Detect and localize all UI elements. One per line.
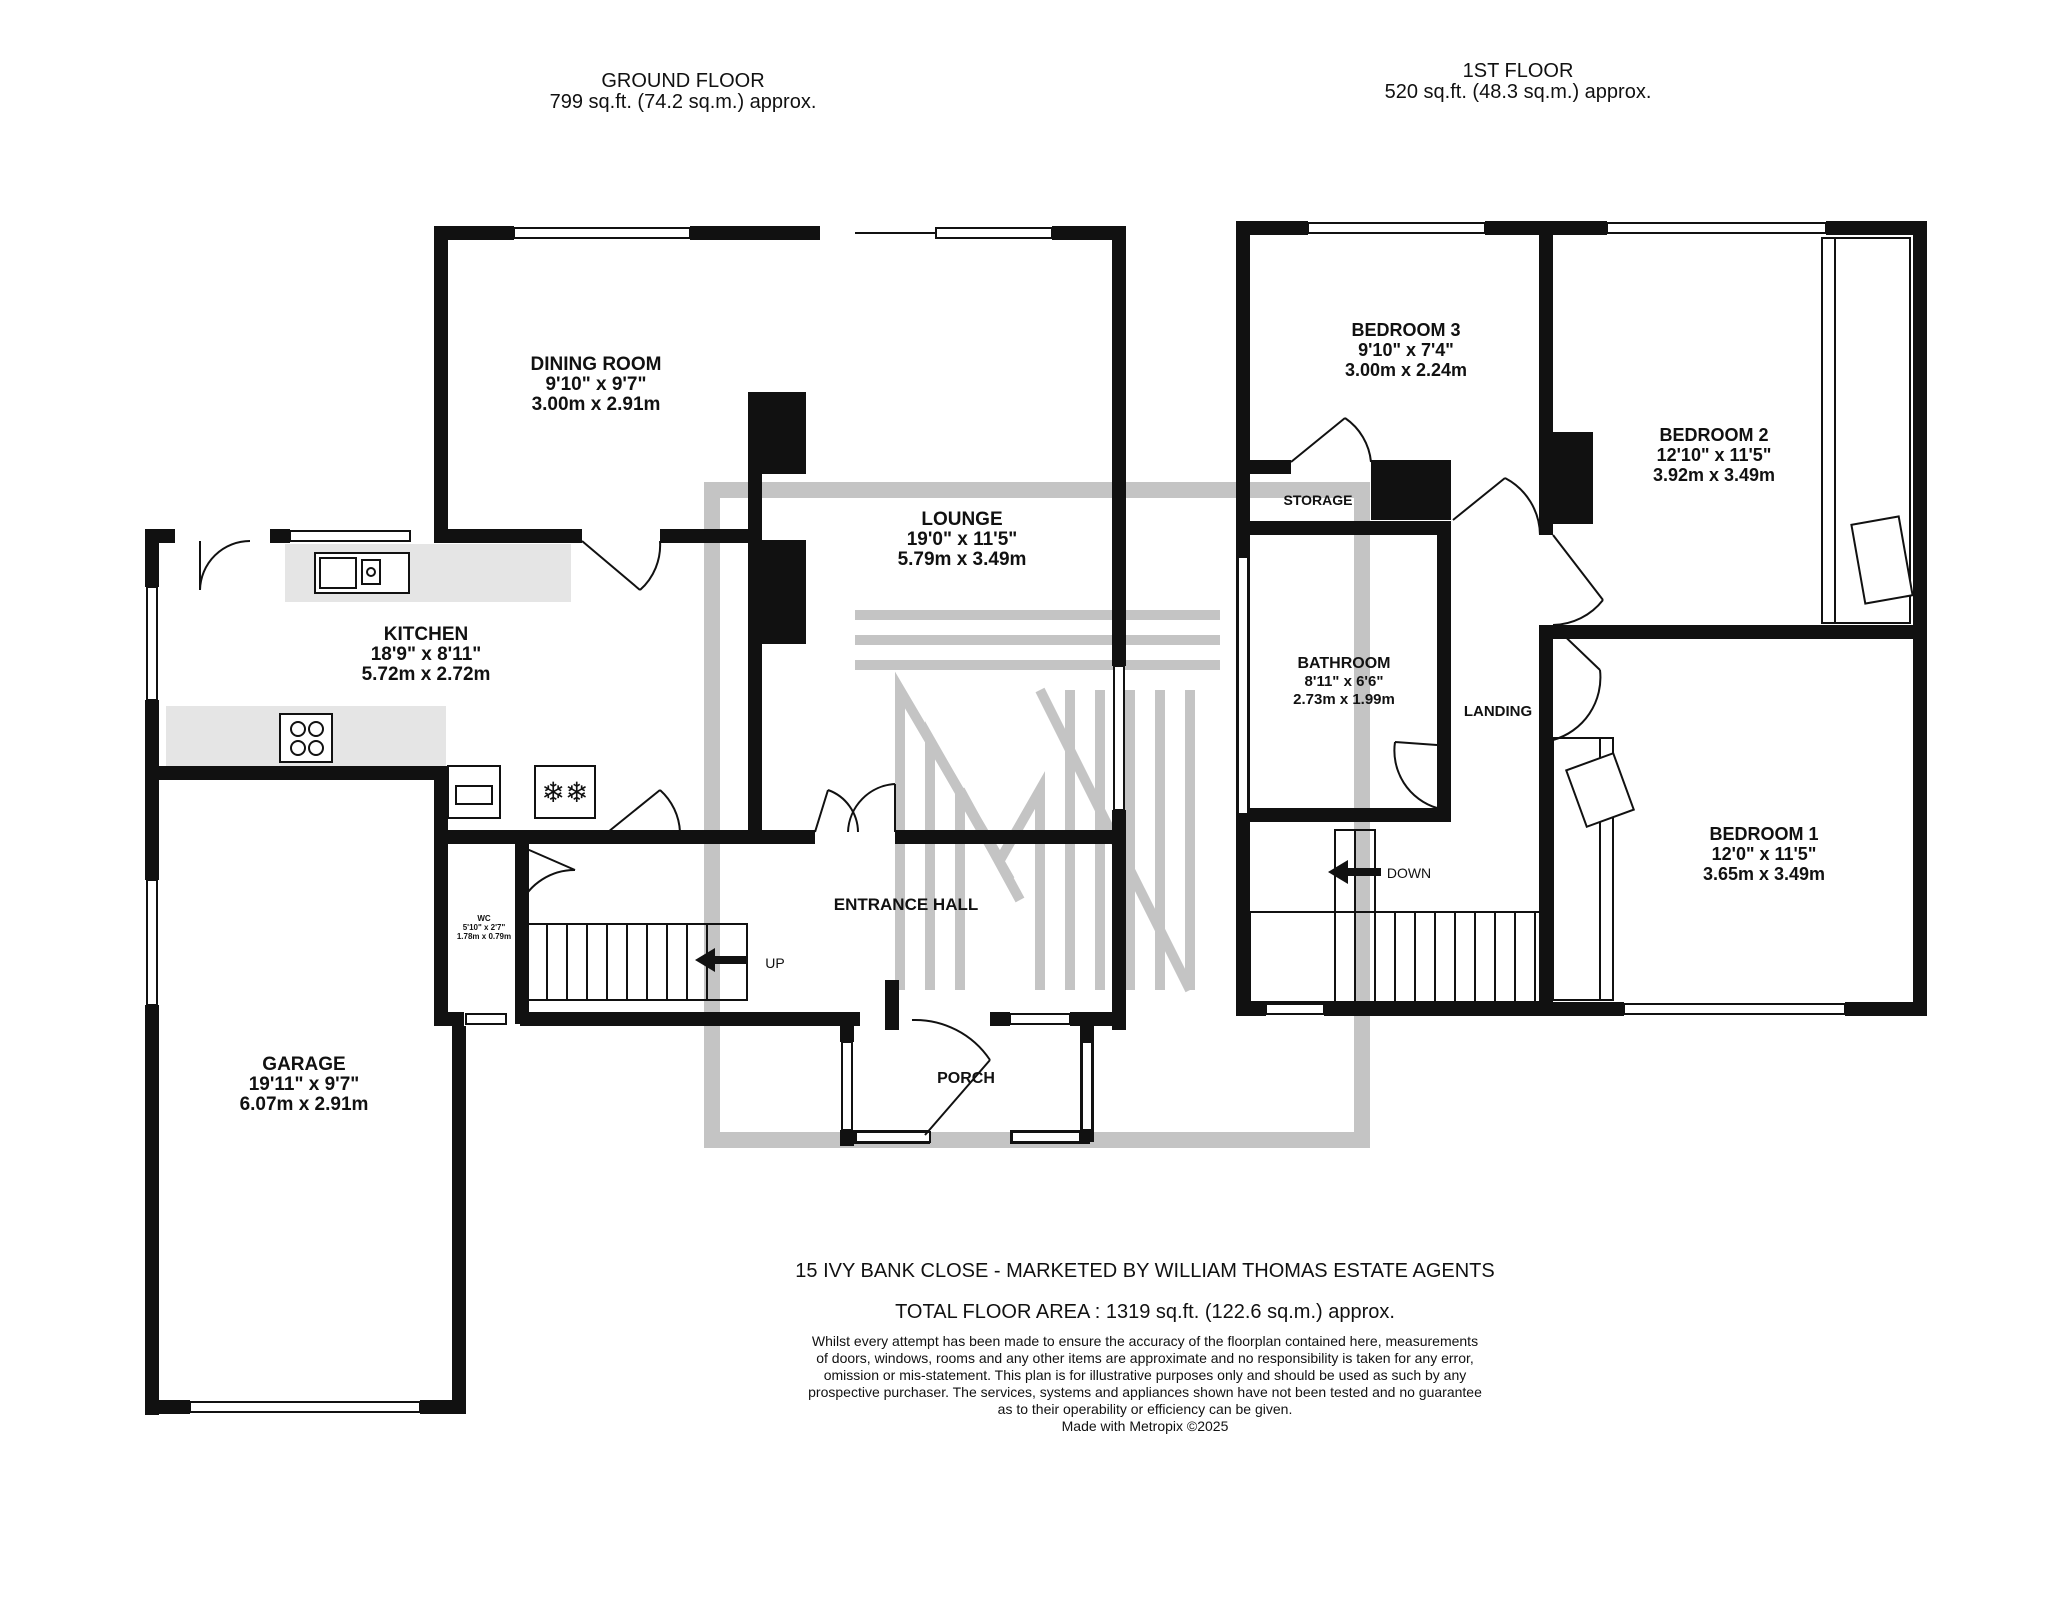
svg-text:❄❄: ❄❄ bbox=[542, 776, 589, 809]
dining-room-imperial: 9'10" x 9'7" bbox=[545, 374, 646, 395]
entrance-hall-name: ENTRANCE HALL bbox=[834, 895, 979, 914]
disclaimer-line-1: Whilst every attempt has been made to en… bbox=[812, 1333, 1478, 1349]
first-floor-plan bbox=[1236, 221, 1927, 1016]
bedroom1-imperial: 12'0" x 11'5" bbox=[1712, 844, 1817, 864]
ground-floor-area: 799 sq.ft. (74.2 sq.m.) approx. bbox=[550, 91, 817, 113]
bathroom-metric: 2.73m x 1.99m bbox=[1293, 691, 1395, 708]
lounge-imperial: 19'0" x 11'5" bbox=[907, 529, 1018, 550]
first-floor-area: 520 sq.ft. (48.3 sq.m.) approx. bbox=[1385, 81, 1652, 103]
ground-floor-plan: ❄❄ bbox=[145, 226, 1126, 1415]
garage-metric: 6.07m x 2.91m bbox=[240, 1094, 369, 1115]
lounge-name: LOUNGE bbox=[921, 509, 1002, 530]
landing-name: LANDING bbox=[1464, 703, 1532, 720]
wc-imperial: 5'10" x 2'7" bbox=[463, 923, 506, 932]
kitchen-metric: 5.72m x 2.72m bbox=[362, 664, 491, 685]
washing-machine-icon bbox=[447, 765, 501, 819]
property-caption: 15 IVY BANK CLOSE - MARKETED BY WILLIAM … bbox=[795, 1260, 1494, 1282]
bedroom1-name: BEDROOM 1 bbox=[1709, 824, 1818, 844]
stairs-down-arrow-icon bbox=[1328, 860, 1381, 884]
garage-imperial: 19'11" x 9'7" bbox=[249, 1074, 360, 1095]
bedroom2-imperial: 12'10" x 11'5" bbox=[1657, 445, 1772, 465]
stairs-up-label: UP bbox=[765, 955, 784, 971]
stairs-up-arrow-icon bbox=[695, 948, 747, 972]
first-floor-title: 1ST FLOOR bbox=[1463, 60, 1574, 82]
bedroom2-name: BEDROOM 2 bbox=[1659, 425, 1768, 445]
bedroom3-imperial: 9'10" x 7'4" bbox=[1358, 340, 1454, 360]
garage-name: GARAGE bbox=[262, 1054, 345, 1075]
lounge-metric: 5.79m x 3.49m bbox=[898, 549, 1027, 570]
disclaimer-line-5: as to their operability or efficiency ca… bbox=[998, 1401, 1293, 1417]
room-labels: DINING ROOM 9'10" x 9'7" 3.00m x 2.91m L… bbox=[240, 320, 1825, 1115]
total-floor-area: TOTAL FLOOR AREA : 1319 sq.ft. (122.6 sq… bbox=[895, 1301, 1395, 1323]
bedroom3-metric: 3.00m x 2.24m bbox=[1345, 360, 1467, 380]
wc-metric: 1.78m x 0.79m bbox=[457, 932, 511, 941]
dining-room-metric: 3.00m x 2.91m bbox=[532, 394, 661, 415]
sink-icon bbox=[314, 552, 410, 594]
bedroom2-metric: 3.92m x 3.49m bbox=[1653, 465, 1775, 485]
ground-floor-title: GROUND FLOOR bbox=[601, 70, 764, 92]
disclaimer-line-4: prospective purchaser. The services, sys… bbox=[808, 1384, 1482, 1400]
disclaimer-line-2: of doors, windows, rooms and any other i… bbox=[816, 1350, 1474, 1366]
wc-name: WC bbox=[477, 914, 491, 923]
kitchen-name: KITCHEN bbox=[384, 624, 468, 645]
freezer-icon: ❄❄ bbox=[534, 765, 596, 819]
kitchen-imperial: 18'9" x 8'11" bbox=[371, 644, 482, 665]
footer: 15 IVY BANK CLOSE - MARKETED BY WILLIAM … bbox=[795, 1260, 1494, 1434]
stairs-down-label: DOWN bbox=[1387, 865, 1431, 881]
metropix-credit: Made with Metropix ©2025 bbox=[1062, 1418, 1229, 1434]
bathroom-name: BATHROOM bbox=[1297, 655, 1390, 672]
dining-room-name: DINING ROOM bbox=[531, 354, 662, 375]
porch-name: PORCH bbox=[937, 1070, 995, 1087]
bedroom1-metric: 3.65m x 3.49m bbox=[1703, 864, 1825, 884]
hob-icon bbox=[279, 713, 333, 763]
storage-name: STORAGE bbox=[1284, 492, 1353, 508]
bathroom-imperial: 8'11" x 6'6" bbox=[1305, 673, 1384, 690]
stairs-first bbox=[1249, 829, 1545, 1003]
bedroom3-name: BEDROOM 3 bbox=[1351, 320, 1460, 340]
bed-icon bbox=[1564, 515, 1914, 829]
disclaimer-line-3: omission or mis-statement. This plan is … bbox=[824, 1367, 1467, 1383]
